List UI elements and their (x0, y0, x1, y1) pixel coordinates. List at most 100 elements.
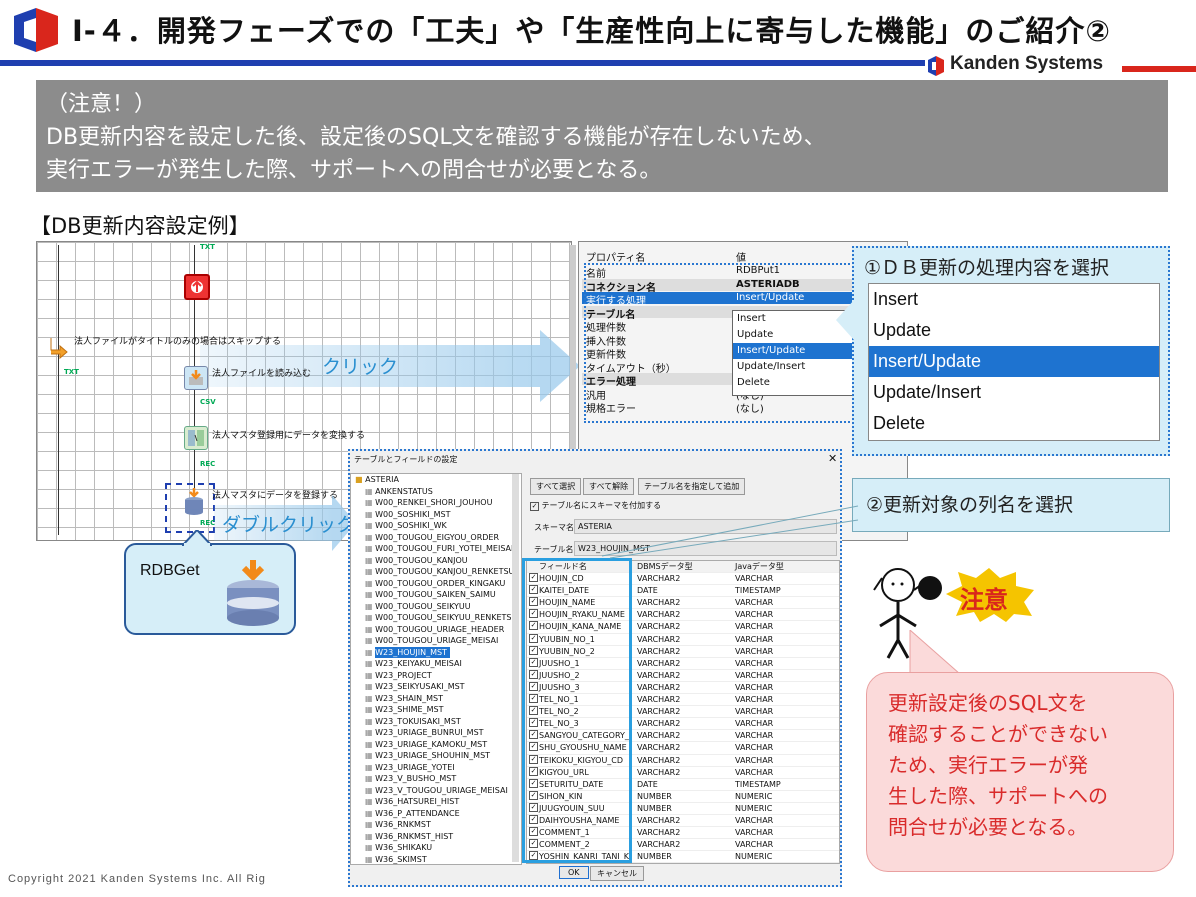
checkbox-icon[interactable]: ✓ (529, 718, 538, 728)
process-option[interactable]: Insert (873, 289, 919, 309)
file-read-icon[interactable] (184, 366, 208, 390)
clear-all-button[interactable]: すべて解除 (583, 478, 635, 495)
dialog-close-icon[interactable]: ✕ (828, 452, 838, 465)
tree-item[interactable]: ▦ W36_P_ATTENDANCE (351, 808, 521, 820)
checkbox-icon[interactable]: ✓ (529, 621, 538, 631)
process-option[interactable]: Insert/Update (869, 346, 1159, 377)
tree-item[interactable]: ▦ W00_TOUGOU_URIAGE_HEADER (351, 624, 521, 636)
process-option[interactable]: Update (873, 320, 932, 340)
ok-button[interactable]: OK (559, 866, 589, 879)
checkbox-icon[interactable]: ✓ (529, 863, 538, 864)
tree-item[interactable]: ▦ W23_V_TOUGOU_URIAGE_MEISAI (351, 785, 521, 797)
checkbox-icon[interactable]: ✓ (529, 573, 538, 583)
tree-item[interactable]: ▦ W23_HOUJIN_MST (351, 646, 521, 658)
checkbox-icon[interactable]: ✓ (529, 851, 538, 861)
add-by-table-name-button[interactable]: テーブル名を指定して追加 (638, 478, 746, 495)
tree-item[interactable]: ▦ W00_TOUGOU_SEIKYUU_RENKETSU (351, 612, 521, 624)
tree-item[interactable]: ▦ W00_TOUGOU_ORDER_KINGAKU (351, 578, 521, 590)
tree-scrollbar[interactable] (512, 474, 519, 862)
property-row[interactable]: 更新件数 (582, 346, 902, 361)
rdbput-component-icon[interactable] (182, 488, 204, 515)
process-option[interactable]: Delete (873, 413, 926, 433)
tree-item[interactable]: ▦ W23_PROJECT (351, 670, 521, 682)
start-component-icon[interactable] (184, 274, 210, 300)
tree-item[interactable]: ▦ W23_TOKUISAKI_MST (351, 716, 521, 728)
checkbox-icon[interactable]: ✓ (529, 633, 538, 643)
schema-checkbox[interactable]: ✓ テーブル名にスキーマを付加する (530, 500, 661, 511)
tree-item[interactable]: ▦ W00_TOUGOU_URIAGE_MEISAI (351, 635, 521, 647)
tree-item[interactable]: ▦ W00_RENKEI_SHORI_JOUHOU (351, 497, 521, 509)
tree-item[interactable]: ▦ W00_SOSHIKI_MST (351, 509, 521, 521)
checkbox-icon[interactable]: ✓ (529, 790, 538, 800)
tree-item[interactable]: ▦ W23_SEIKYUSAKI_MST (351, 681, 521, 693)
checkbox-icon[interactable]: ✓ (529, 766, 538, 776)
checkbox-icon[interactable]: ✓ (529, 814, 538, 824)
tree-item[interactable]: ▦ W23_KEIYAKU_MEISAI (351, 658, 521, 670)
checkbox-icon[interactable]: ✓ (529, 669, 538, 679)
tree-item[interactable]: ▦ W36_SHIKAKU (351, 842, 521, 854)
checkbox-icon[interactable]: ✓ (529, 742, 538, 752)
tree-item[interactable]: ▦ W23_URIAGE_BUNRUI_MST (351, 727, 521, 739)
property-row[interactable]: 汎用(なし) (582, 387, 902, 402)
checkbox-icon[interactable]: ✓ (529, 706, 538, 716)
tree-item[interactable]: ▦ W00_TOUGOU_SAIKEN_SAIMU (351, 589, 521, 601)
tree-item[interactable]: ▦ W23_SHIME_MST (351, 704, 521, 716)
cancel-button[interactable]: キャンセル (590, 866, 644, 881)
dropdown-option[interactable]: Delete (737, 377, 770, 388)
tree-item[interactable]: ▦ W36_RNKMST (351, 819, 521, 831)
select-all-button[interactable]: すべて選択 (530, 478, 582, 495)
property-row[interactable]: 挿入件数 (582, 333, 902, 348)
checkbox-icon[interactable]: ✓ (529, 585, 538, 595)
tree-item[interactable]: ▦ W23_V_BUSHO_MST (351, 773, 521, 785)
checkbox-icon[interactable]: ✓ (529, 597, 538, 607)
dropdown-option[interactable]: Update (737, 329, 774, 340)
checkbox-icon[interactable]: ✓ (529, 802, 538, 812)
tree-item[interactable]: ▦ W00_SOSHIKI_WK (351, 520, 521, 532)
tree-item[interactable]: ▦ ANKENSTATUS (351, 486, 521, 498)
tree-item[interactable]: ▦ W23_URIAGE_KAMOKU_MST (351, 739, 521, 751)
tree-root[interactable]: ■ ASTERIA (351, 474, 521, 486)
checkbox-icon[interactable]: ✓ (529, 681, 538, 691)
table-name-field[interactable]: W23_HOUJIN_MST (574, 541, 837, 556)
tree-item[interactable]: ▦ W00_TOUGOU_SEIKYUU (351, 601, 521, 613)
dropdown-option[interactable]: Insert (737, 313, 766, 324)
tree-item[interactable]: ▦ W36_RNKMST_HIST (351, 831, 521, 843)
checkbox-icon[interactable]: ✓ (529, 609, 538, 619)
property-row[interactable]: タイムアウト（秒） (582, 360, 902, 375)
field-row[interactable]: ✓YOSHIN_GENDO_GAKUNUMBERNUMERIC (527, 863, 839, 864)
checkbox-icon[interactable]: ✓ (529, 645, 538, 655)
tree-item[interactable]: ▦ W00_TOUGOU_FURI_YOTEI_MEISAI (351, 543, 521, 555)
branch-component-icon[interactable] (48, 336, 70, 360)
checkbox-icon[interactable]: ✓ (529, 754, 538, 764)
process-option[interactable]: Update/Insert (873, 382, 982, 402)
property-row[interactable]: 処理件数 (582, 319, 902, 334)
tree-item[interactable]: ▦ W36_HATSUREI_HIST (351, 796, 521, 808)
